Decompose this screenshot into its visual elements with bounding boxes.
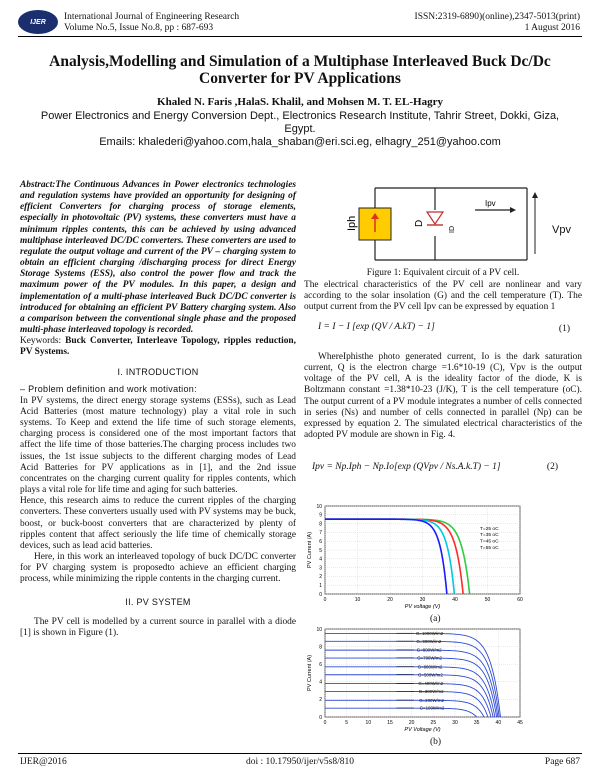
pv-paragraph: The PV cell is modelled by a current sou… <box>20 616 296 638</box>
equation-2-number: (2) <box>546 462 558 472</box>
journal-issn: ISSN:2319-6890)(online),2347-5013(print) <box>414 12 580 22</box>
x-tick-label: 15 <box>387 720 393 726</box>
x-tick-label: 20 <box>387 597 393 603</box>
x-axis-label: PV Voltage (V) <box>404 727 440 733</box>
x-tick-label: 30 <box>452 720 458 726</box>
y-tick-label: 5 <box>319 548 322 554</box>
x-tick-label: 10 <box>355 597 361 603</box>
y-tick-label: 10 <box>316 627 322 633</box>
y-tick-label: 2 <box>319 697 322 703</box>
intro-paragraph-1: In PV systems, the direct energy storage… <box>20 395 296 496</box>
x-tick-label: 40 <box>496 720 502 726</box>
series-line <box>325 518 448 595</box>
iv-curve-temperature-chart: 0 10 20 30 40 50 60 0 1 2 3 4 5 6 7 8 9 10 PV voltage (V) P… <box>307 504 523 610</box>
paper-title: Analysis,Modelling and Simulation of a M… <box>49 53 551 87</box>
y-tick-label: 1 <box>319 583 322 589</box>
x-tick-label: 5 <box>345 720 348 726</box>
pv-characteristics-paragraph: The electrical characteristics of the PV… <box>304 280 582 313</box>
y-axis-label: PV Current (A) <box>307 655 313 691</box>
x-tick-label: 35 <box>474 720 480 726</box>
journal-title: International Journal of Engineering Res… <box>64 12 240 22</box>
x-tick-label: 25 <box>431 720 437 726</box>
legend-label: T=55 oC <box>480 545 499 551</box>
legend-label: T=35 oC <box>480 532 499 538</box>
section-introduction-heading: I. INTRODUCTION <box>117 366 199 377</box>
legend-label: G=200W/m2 <box>419 698 444 703</box>
footer-page: Page 687 <box>544 757 580 767</box>
header-rule <box>18 36 582 37</box>
legend-label: G=900W/m2 <box>416 639 441 644</box>
x-tick-label: 40 <box>452 597 458 603</box>
id-label: ID <box>449 226 456 233</box>
legend-label: T=45 oC <box>480 539 499 545</box>
journal-date: 1 August 2016 <box>524 22 580 33</box>
equation-1-number: (1) <box>558 324 570 334</box>
y-tick-label: 0 <box>319 592 322 598</box>
y-tick-label: 6 <box>319 539 322 545</box>
y-tick-label: 3 <box>319 565 322 571</box>
footer-doi: doi : 10.17950/ijer/v5s8/810 <box>246 757 354 767</box>
journal-logo: IJER <box>18 10 58 34</box>
journal-name: International Journal of Engineering Res… <box>64 12 239 33</box>
abstract: Abstract:The Continuous Advances in Powe… <box>20 180 296 336</box>
x-tick-label: 45 <box>517 720 523 726</box>
problem-heading: – Problem definition and work motivation… <box>20 383 197 394</box>
journal-issn-block: ISSN:2319-6890)(online),2347-5013(print)… <box>415 12 580 33</box>
legend-label: G=600W/m2 <box>418 664 443 669</box>
keywords: Keywords: Buck Converter, Interleave Top… <box>20 336 296 358</box>
x-tick-label: 0 <box>324 597 327 603</box>
x-tick-label: 10 <box>366 720 372 726</box>
figure-a-label: (a) <box>430 614 441 624</box>
x-tick-label: 0 <box>324 720 327 726</box>
legend-label: G=500W/m2 <box>418 672 443 677</box>
x-axis-label: PV voltage (V) <box>405 604 441 610</box>
y-tick-label: 2 <box>319 574 322 580</box>
y-tick-label: 6 <box>319 662 322 668</box>
x-tick-label: 20 <box>409 720 415 726</box>
legend-label: G=1000W/m2 <box>416 631 444 636</box>
paper-affiliation: Power Electronics and Energy Conversion … <box>20 110 580 149</box>
y-tick-label: 8 <box>319 521 322 527</box>
iph-label: Iph <box>346 216 358 231</box>
y-tick-label: 8 <box>319 644 322 650</box>
y-tick-label: 7 <box>319 530 322 536</box>
figure-b-label: (b) <box>430 737 442 747</box>
legend-label: G=800W/m2 <box>417 648 442 653</box>
legend-label: G=100W/m2 <box>420 706 445 711</box>
paper-authors: Khaled N. Faris ,HalaS. Khalil, and Mohs… <box>157 96 443 108</box>
right-column: Figure 1: Equivalent circuit of a PV cel… <box>304 268 582 314</box>
footer-copyright: IJER@2016 <box>20 757 67 767</box>
legend-label: G=400W/m2 <box>418 681 443 686</box>
y-tick-label: 4 <box>319 557 322 563</box>
legend-label: G=300W/m2 <box>419 689 444 694</box>
pv-definitions-paragraph: WhereIphisthe photo generated current, I… <box>304 352 582 441</box>
footer-rule <box>18 753 582 754</box>
diode-icon <box>425 211 445 226</box>
left-column: Abstract:The Continuous Advances in Powe… <box>20 180 296 639</box>
x-tick-label: 50 <box>485 597 491 603</box>
intro-paragraph-2: Hence, this research aims to reduce the … <box>20 496 296 551</box>
equation-1: I = I − I [exp (QV / A.kT) − 1] (1) <box>318 322 570 334</box>
figure-1-caption: Figure 1: Equivalent circuit of a PV cel… <box>366 268 520 278</box>
journal-volume: Volume No.5, Issue No.8, pp : 687-693 <box>64 22 214 33</box>
y-axis-label: PV Current (A) <box>307 532 313 568</box>
ipv-label: Ipv <box>485 199 496 208</box>
legend-label: T=25 oC <box>480 526 499 532</box>
y-tick-label: 9 <box>319 513 322 519</box>
section-pv-system-heading: II. PV SYSTEM <box>125 597 191 608</box>
pv-equivalent-circuit: Iph D ID Ipv <box>346 187 538 261</box>
paper-emails: Emails: khalederi@yahoo.com,hala_shaban@… <box>99 136 501 148</box>
y-tick-label: 0 <box>319 715 322 721</box>
y-tick-label: 4 <box>319 680 322 686</box>
diode-label: D <box>414 220 425 227</box>
x-tick-label: 30 <box>420 597 426 603</box>
y-tick-label: 10 <box>316 504 322 510</box>
intro-paragraph-3: Here, in this work an interleaved topolo… <box>20 552 296 585</box>
vpv-label: Vpv <box>552 224 571 236</box>
x-tick-label: 60 <box>517 597 523 603</box>
iv-curve-irradiance-chart: 0 5 10 15 20 25 30 35 40 45 0 2 4 6 8 10 PV Voltage (V) P… <box>307 627 523 733</box>
legend-label: G=700W/m2 <box>417 656 442 661</box>
equation-2: Ipv = Np.Iph − Np.Io[exp (QVpv / Ns.A.k.… <box>312 462 558 472</box>
